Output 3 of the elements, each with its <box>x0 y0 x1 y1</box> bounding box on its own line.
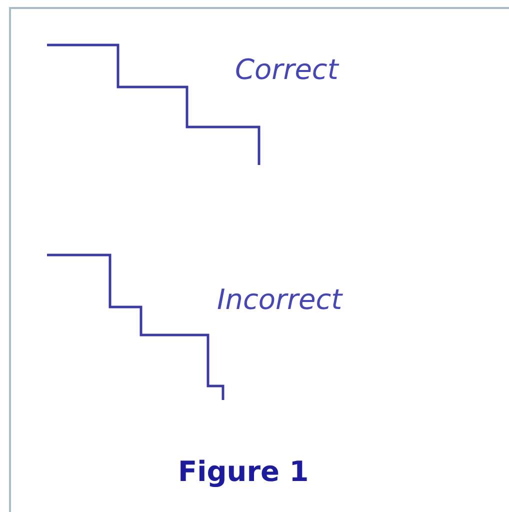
staircase-label: Correct <box>235 56 338 84</box>
staircase-label: Incorrect <box>217 286 342 314</box>
figure-caption: Figure 1 <box>178 458 309 486</box>
